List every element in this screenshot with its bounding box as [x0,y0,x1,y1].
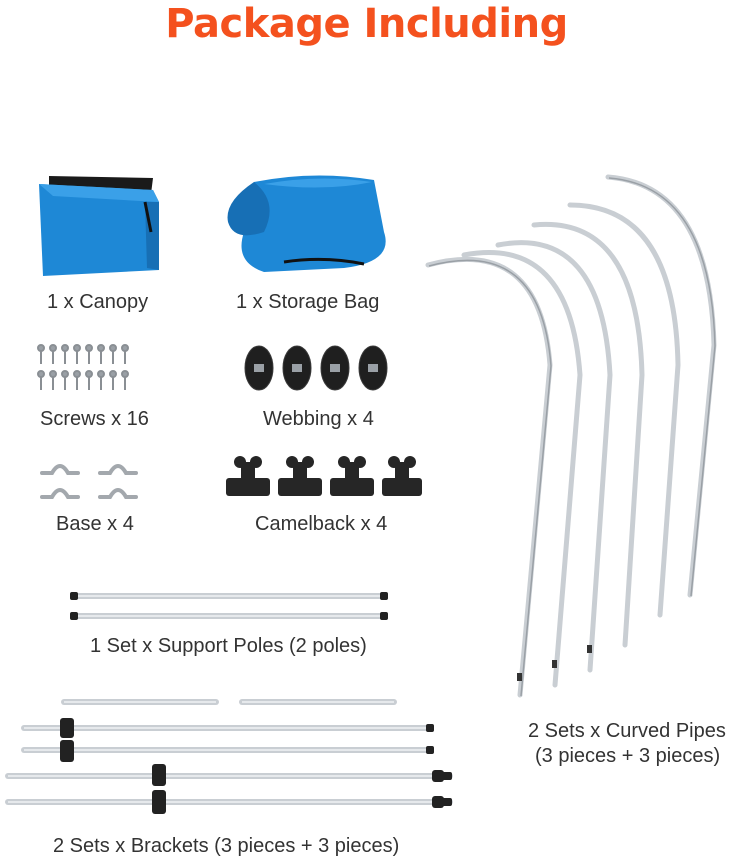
webbing-label: Webbing x 4 [263,408,374,430]
camelback-label: Camelback x 4 [255,513,388,535]
camelback-image [222,452,422,502]
support-poles-image [70,588,390,624]
storage-bag-label: 1 x Storage Bag [236,291,380,313]
canopy-image [35,172,165,278]
curved-pipes-label-line2: (3 pieces + 3 pieces) [535,745,721,767]
curved-pipes-image [420,165,733,705]
brackets-label: 2 Sets x Brackets (3 pieces + 3 pieces) [53,835,400,857]
brackets-image [2,690,458,826]
curved-pipes-label-line1: 2 Sets x Curved Pipes [528,720,726,742]
webbing-image [242,344,392,396]
support-poles-label: 1 Set x Support Poles (2 poles) [90,635,367,657]
base-label: Base x 4 [56,513,134,535]
storage-bag-image [224,172,394,277]
page-title: Package Including [165,1,568,47]
base-image [40,457,140,503]
screws-label: Screws x 16 [40,408,149,430]
screws-image [36,344,136,394]
canopy-label: 1 x Canopy [47,291,149,313]
